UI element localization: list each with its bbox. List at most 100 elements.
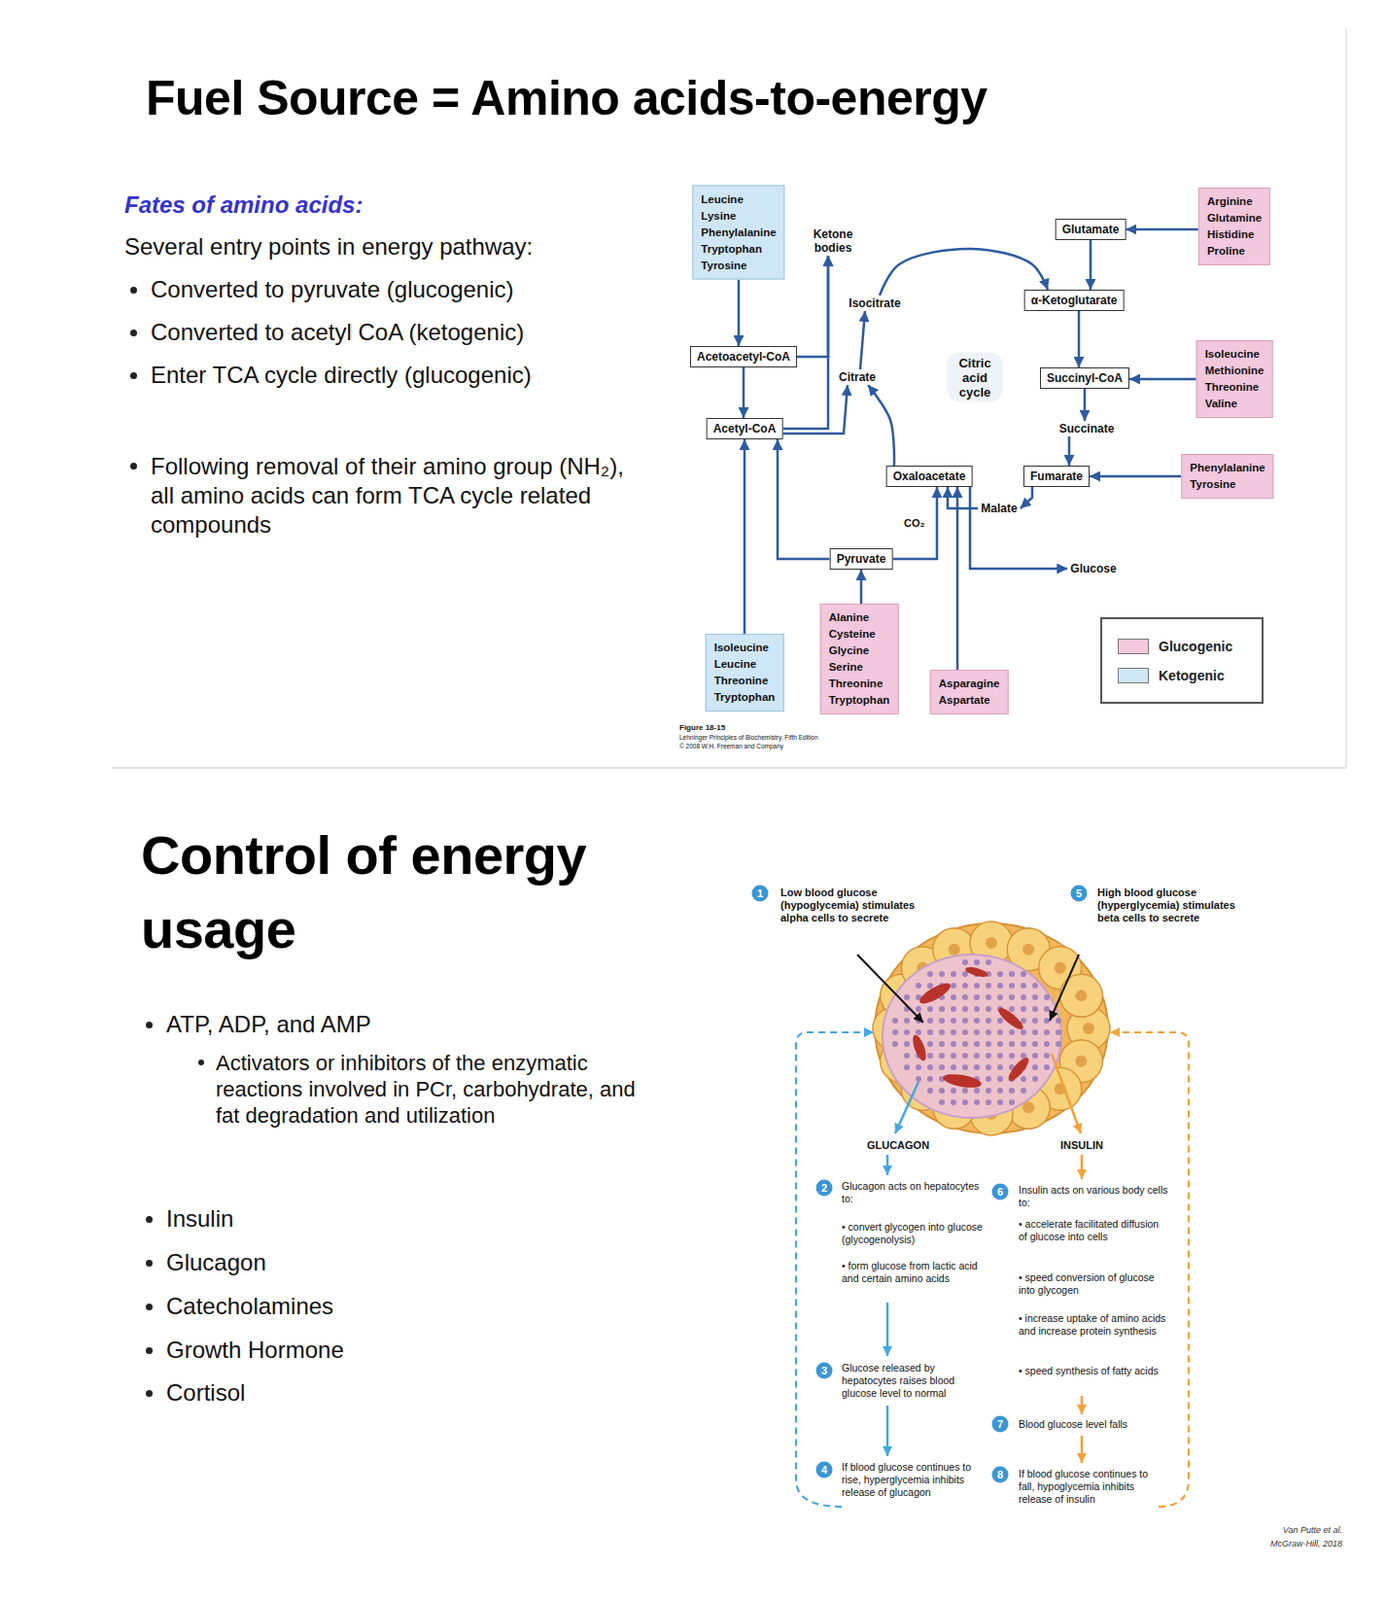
bullet-dot (145, 1215, 153, 1223)
flow-arrow (956, 486, 960, 670)
islet-cell (927, 1075, 934, 1082)
islet-cell (1008, 1099, 1015, 1106)
node-text: Tryptophan (829, 692, 891, 709)
islet-cell (915, 1075, 922, 1082)
flow-arrow (879, 248, 1048, 296)
islet-cell (973, 1005, 980, 1012)
callout-number: 2 (816, 1179, 833, 1197)
flow-arrow (892, 486, 937, 559)
islet-cell (997, 1087, 1004, 1094)
islet-cell (1008, 1052, 1015, 1059)
legend-text: Ketogenic (1158, 667, 1225, 684)
node-text: Isoleucine (1205, 346, 1265, 363)
acinar-cells (872, 921, 1110, 1136)
metabolite-box: Acetyl-CoA (706, 417, 784, 440)
feedback-loop (1109, 1032, 1189, 1507)
flow-arrow (867, 384, 895, 466)
islet-cell (1020, 1005, 1027, 1012)
islet-cell (973, 959, 980, 966)
islet-cell (973, 1099, 980, 1106)
islet-cell (962, 994, 969, 1001)
metabolite-box: α-Ketoglutarate (1024, 289, 1125, 312)
islet-cell (997, 994, 1004, 1001)
islet-cell (1055, 1040, 1062, 1047)
ketogenic-box: IsoleucineLeucineThreonineTryptophan (705, 633, 785, 712)
callout-number: 3 (816, 1362, 833, 1380)
citation: McGraw-Hill, 2018 (1270, 1538, 1343, 1549)
islet-cell (997, 1075, 1004, 1082)
node-text: Acetoacetyl-CoA (696, 349, 791, 364)
islet-cell (938, 970, 945, 977)
islet-cell (950, 1087, 957, 1094)
figure-copyright: © 2008 W.H. Freeman and Company (679, 742, 784, 750)
islet-cell (950, 970, 957, 977)
islet-cell (927, 1064, 934, 1071)
node-text: Succinate (1059, 421, 1115, 436)
islet-cell (950, 1052, 957, 1059)
islet-cell (985, 959, 992, 966)
islet-cell (962, 1005, 969, 1012)
islet-cell (950, 1064, 957, 1071)
islet-region (882, 954, 1062, 1118)
step-text: High blood glucose (hyperglycemia) stimu… (1097, 886, 1258, 925)
step-text: Blood glucose level falls (1018, 1418, 1170, 1431)
islet-cell (903, 1017, 910, 1024)
sub-bullet-text: Activators or inhibitors of the enzymati… (215, 1049, 663, 1129)
islet-cell (1055, 1029, 1062, 1036)
insulin-arrow (1051, 1053, 1081, 1134)
slide-border (1345, 27, 1348, 768)
slide-title: Control of energy usage (140, 818, 725, 967)
callout-number: 8 (992, 1466, 1009, 1484)
node-text: Succinyl-CoA (1046, 371, 1123, 385)
flow-arrow (860, 569, 864, 604)
callout-number: 6 (992, 1183, 1009, 1201)
metabolite-box: Pyruvate (830, 548, 894, 570)
islet-cell (973, 1064, 980, 1071)
insulin-arrow (1080, 1435, 1084, 1463)
node-text: Alanine (829, 609, 891, 626)
node-text: α-Ketoglutarate (1031, 293, 1118, 308)
bullet-dot (130, 462, 138, 470)
legend-entry: Glucogenic (1117, 638, 1262, 655)
node-text: Ketone bodies (807, 227, 859, 255)
metabolite-box: Acetoacetyl-CoA (690, 346, 797, 368)
islet-cell (1032, 1040, 1039, 1047)
islet-cell (1032, 1064, 1039, 1071)
bullet-dot (198, 1059, 205, 1066)
cell-nucleus (1022, 943, 1035, 956)
islet-cell (962, 959, 969, 966)
bullet-text: ATP, ADP, and AMP (166, 1010, 372, 1039)
node-text: Proline (1207, 242, 1262, 260)
bullet-text: Insulin (166, 1205, 234, 1233)
callout-number: 7 (992, 1416, 1009, 1433)
node-text: Pyruvate (836, 552, 887, 566)
metabolite-label: Ketone bodies (804, 226, 862, 256)
node-text: Asparagine (938, 675, 1001, 693)
islet-cell (927, 1052, 934, 1059)
hormone-label: GLUCAGON (866, 1139, 930, 1151)
islet-cell (938, 1064, 945, 1071)
node-text: Aspartate (938, 692, 1001, 709)
flow-arrow (1077, 311, 1081, 368)
bullet-text: Enter TCA cycle directly (glucogenic) (150, 361, 532, 389)
cell-nucleus (985, 936, 998, 949)
islet-cell (1020, 1029, 1027, 1036)
metabolite-box: Fumarate (1023, 465, 1090, 487)
islet-cell (938, 1029, 945, 1036)
islet-cell (1020, 1087, 1027, 1094)
step-text: • speed synthesis of fatty acids (1018, 1364, 1170, 1378)
step-text: • increase uptake of amino acids and inc… (1018, 1312, 1170, 1338)
islet-cell (950, 1029, 957, 1036)
islet-cell (1020, 1075, 1027, 1082)
legend-swatch (1117, 667, 1149, 684)
islet-cell (892, 1029, 899, 1036)
step-text: • accelerate facilitated diffusion of gl… (1018, 1217, 1170, 1244)
step-text: Low blood glucose (hypoglycemia) stimula… (780, 886, 917, 925)
bullet-text: Cortisol (166, 1379, 245, 1407)
islet-cell (985, 982, 992, 989)
bullet-dot (145, 1303, 153, 1311)
islet-cell (973, 982, 980, 989)
node-text: Histidine (1207, 226, 1262, 243)
step-text: Insulin acts on various body cells to: (1018, 1183, 1170, 1210)
islet-cell (973, 1052, 980, 1059)
